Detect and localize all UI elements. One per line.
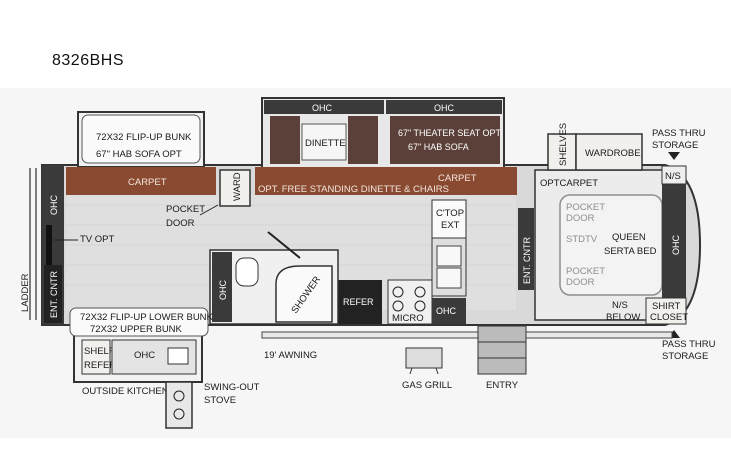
wardrobe-label: WARDROBE <box>585 148 641 159</box>
shirt-closet-2: CLOSET <box>650 312 688 323</box>
theater-label-2: 67" HAB SOFA <box>408 142 469 152</box>
pass-thru-top-1: PASS THRU <box>652 128 706 139</box>
shirt-closet <box>645 297 687 325</box>
ctop-ext <box>431 199 467 239</box>
ohc-kitchen <box>432 298 466 324</box>
ohc-outside-label: OHC <box>134 350 155 361</box>
ward-box <box>219 169 251 207</box>
entry-label: ENTRY <box>486 380 519 391</box>
queen-bed <box>559 194 663 296</box>
pass-thru-bottom-1: PASS THRU <box>662 339 716 350</box>
pass-thru-bottom-2: STORAGE <box>662 351 708 362</box>
lower-bunk-label: 72X32 FLIP-UP LOWER BUNK <box>80 312 214 323</box>
ent-cntr-right-label: ENT. CNTR <box>522 237 532 285</box>
ns-top-label: N/S <box>665 171 681 182</box>
tv-left <box>46 225 52 265</box>
pass-thru-top-2: STORAGE <box>652 140 698 151</box>
gas-grill-label: GAS GRILL <box>402 380 452 391</box>
dinette-seat-1 <box>270 116 300 164</box>
refer-bunk-label: REFER <box>84 360 116 371</box>
entry-steps[interactable] <box>477 325 527 375</box>
shower <box>275 265 333 323</box>
swing-out-label-1: SWING-OUT <box>204 382 260 393</box>
tv-opt-label: TV OPT <box>80 234 115 245</box>
queen-label-1: QUEEN <box>612 232 646 243</box>
toilet <box>235 257 259 287</box>
ohc-top-2-label: OHC <box>434 103 455 113</box>
wardrobe-box <box>575 133 643 171</box>
ladder-label: LADDER <box>20 273 31 312</box>
micro-label: MICRO <box>392 313 424 324</box>
carpet-left <box>66 167 216 195</box>
gas-grill <box>405 347 443 369</box>
swing-out-label-2: STOVE <box>204 395 236 406</box>
swing-out-stove <box>165 381 193 429</box>
pocket-door-left-2: DOOR <box>166 218 195 229</box>
shirt-closet-1: SHIRT <box>652 301 681 312</box>
awning-label: 19' AWNING <box>264 350 317 361</box>
carpet-middle <box>255 167 517 195</box>
ohc-top-1 <box>264 100 384 114</box>
upper-bunk-label: 72X32 UPPER BUNK <box>90 324 183 335</box>
ns-top <box>661 165 687 185</box>
ohc-bath <box>212 252 232 322</box>
dinette-table <box>301 123 347 161</box>
front-ohc <box>662 170 686 320</box>
left-ohc-label: OHC <box>49 195 59 216</box>
ohc-top-1-label: OHC <box>312 103 333 113</box>
ent-cntr-left-label: ENT. CNTR <box>49 271 59 319</box>
ctop-label-2: EXT <box>441 220 460 231</box>
ent-cntr-left <box>44 265 62 323</box>
flip-bunk-label-1: 72X32 FLIP-UP BUNK <box>96 132 192 143</box>
front-ohc-label: OHC <box>671 235 681 256</box>
ohc-top-2 <box>386 100 502 114</box>
ns-below-1: N/S <box>612 300 628 311</box>
shelves-label: SHELVES <box>558 123 569 166</box>
awning-bar <box>261 331 673 339</box>
ns-below-2: BELOW <box>606 312 640 323</box>
flip-bunk-label-2: 67" HAB SOFA OPT <box>96 149 182 160</box>
shelf-label: SHELF <box>84 346 115 357</box>
outside-kitchen-label: OUTSIDE KITCHEN <box>82 386 169 397</box>
dinette-label: DINETTE <box>305 138 346 149</box>
pocket-door-left-1: POCKET <box>166 204 205 215</box>
ctop-label-1: C'TOP <box>436 208 464 219</box>
opt-carpet-label: OPTCARPET <box>540 178 598 189</box>
ward-label: WARD <box>232 172 243 201</box>
refer <box>338 280 382 324</box>
carpet-left-label: CARPET <box>128 177 167 188</box>
ohc-bath-label: OHC <box>218 280 228 301</box>
bunk-area <box>69 307 209 337</box>
theater-label-1: 67" THEATER SEAT OPT <box>398 128 502 138</box>
shelf-refer <box>81 339 111 375</box>
queen-label-2: SERTA BED <box>604 246 657 257</box>
refer-label: REFER <box>343 297 374 307</box>
carpet-middle-label: CARPET <box>438 173 477 184</box>
dinette-seat-2 <box>348 116 378 164</box>
ohc-kitchen-label: OHC <box>436 306 457 316</box>
free-standing-label: OPT. FREE STANDING DINETTE & CHAIRS <box>258 184 449 195</box>
ent-cntr-right <box>518 208 534 290</box>
model-name: 8326BHS <box>52 52 124 69</box>
theater-seat <box>390 116 500 164</box>
